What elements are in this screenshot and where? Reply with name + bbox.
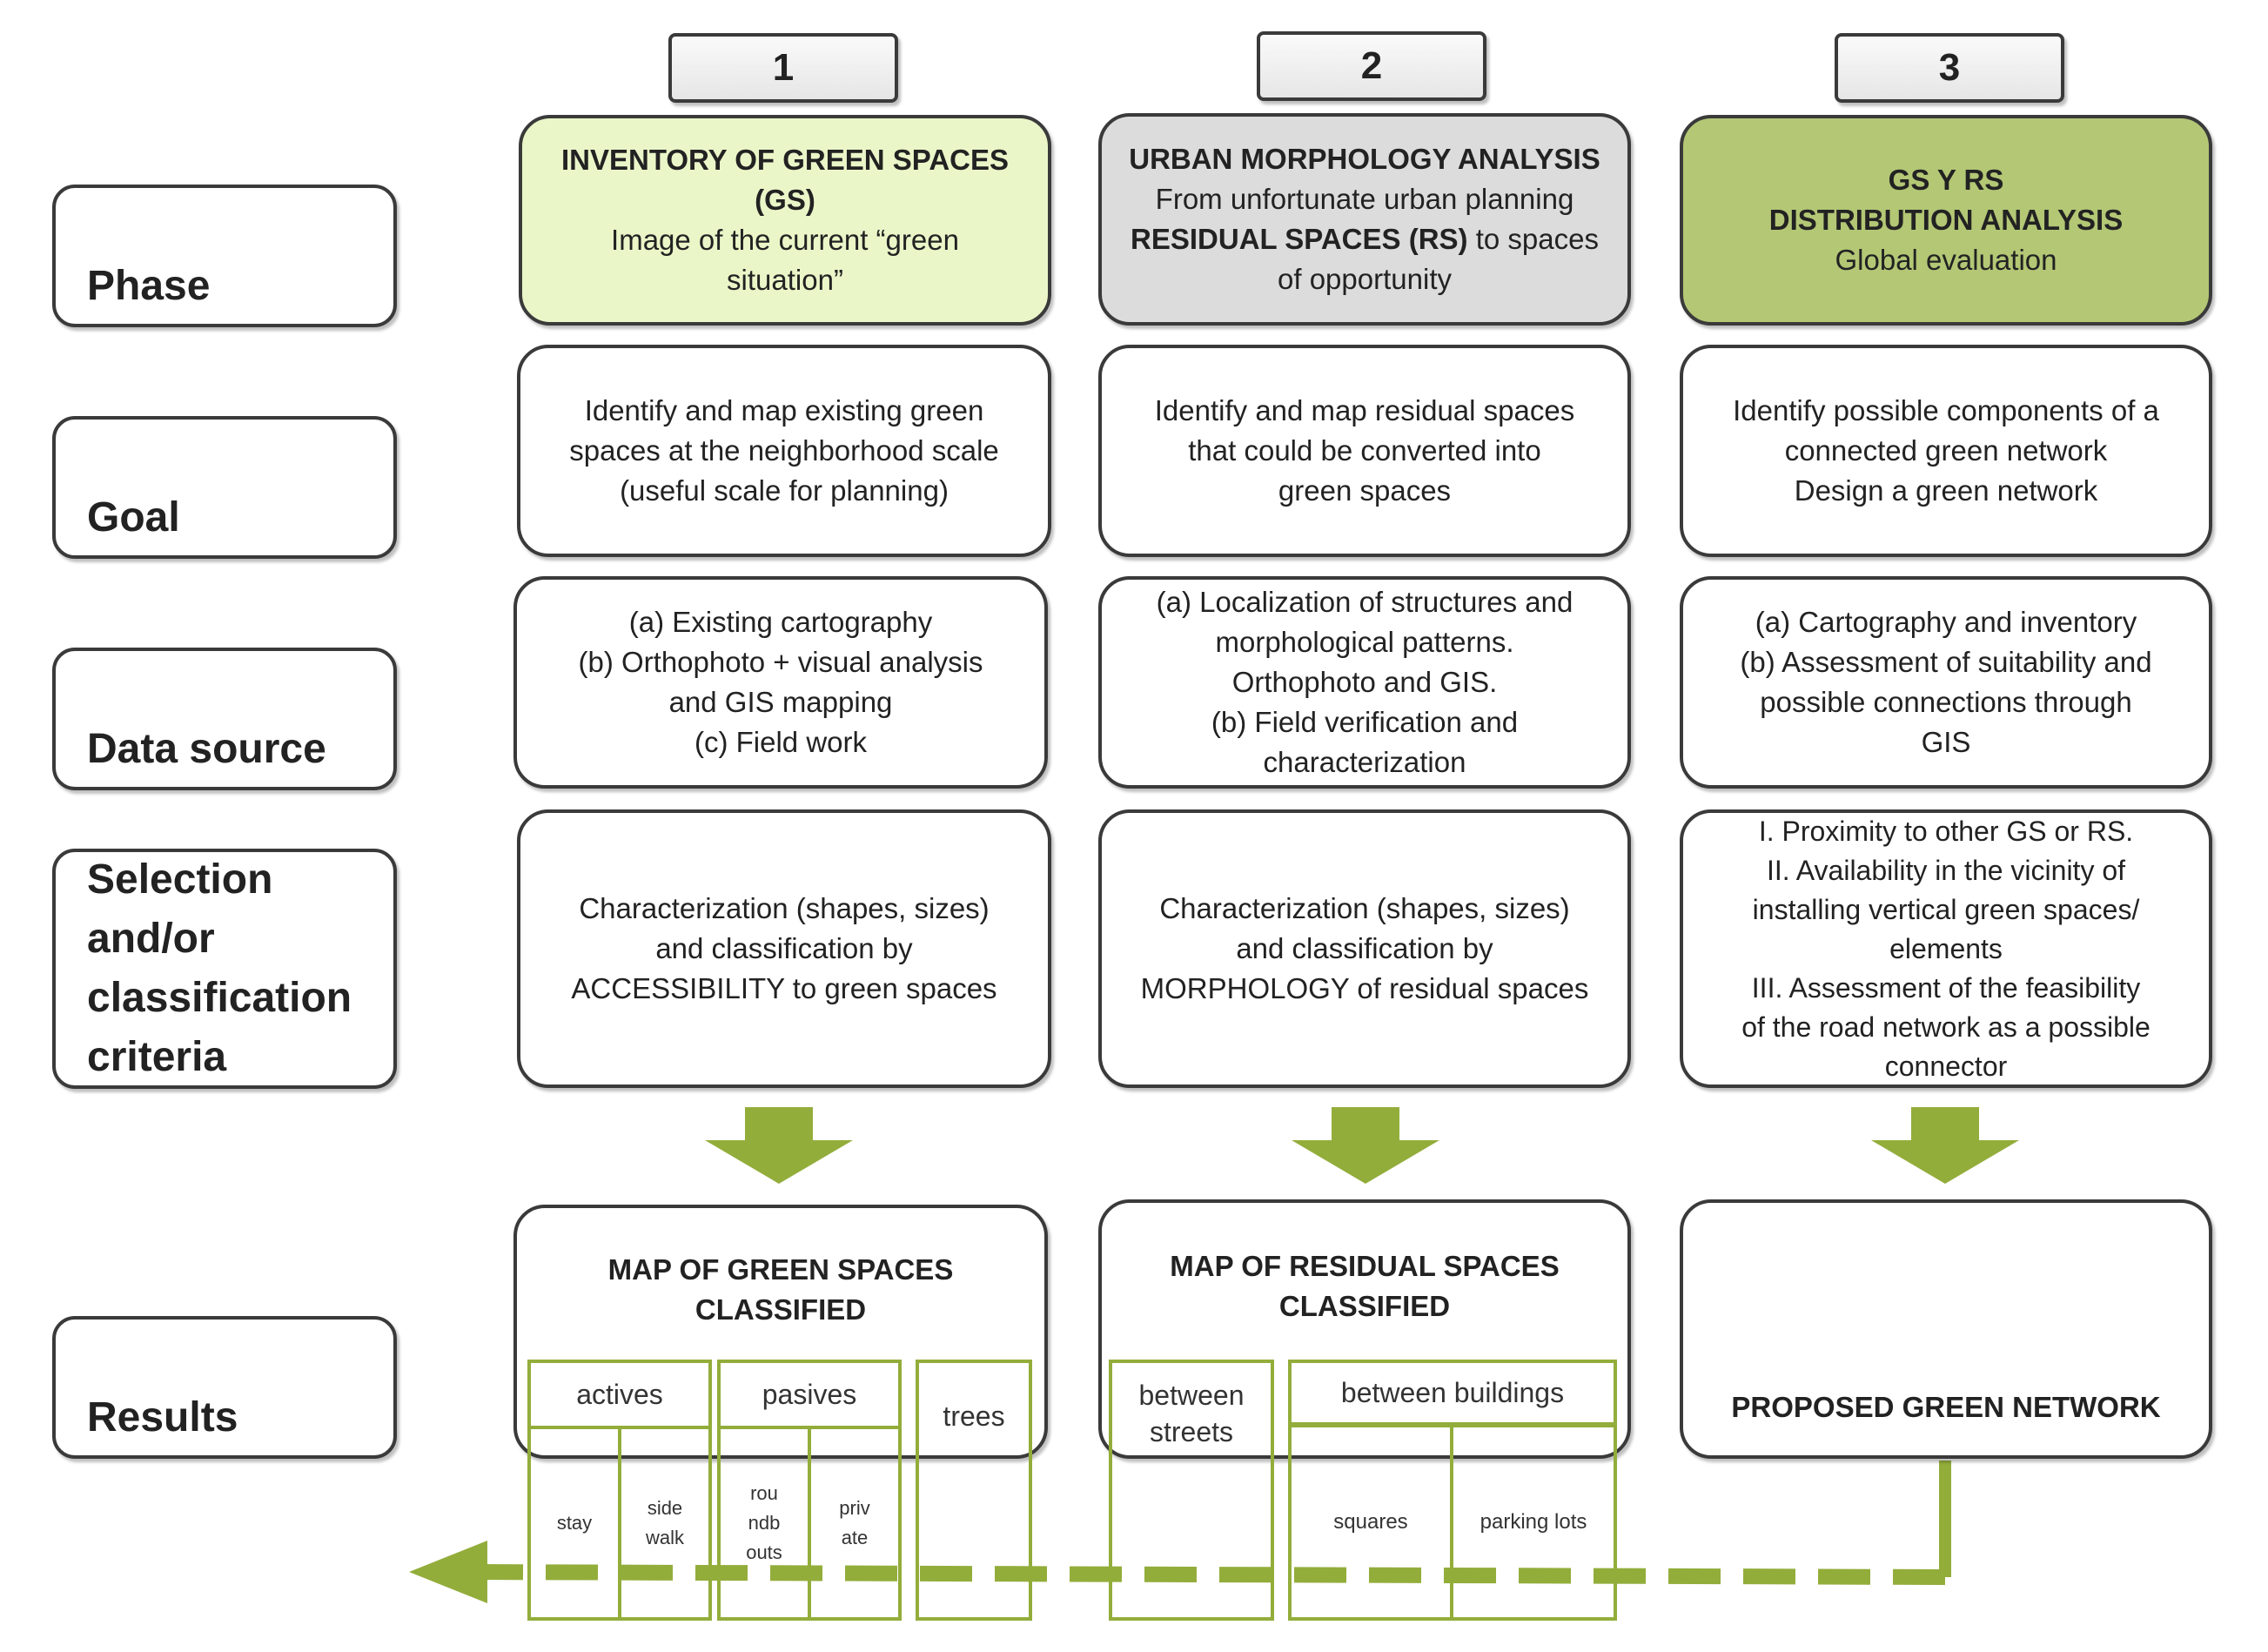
result-title-1: MAP OF GREEN SPACES: [607, 1253, 954, 1286]
result-subtitle-1: CLASSIFIED: [694, 1293, 867, 1326]
data-source-box-2: (a) Localization of structures and morph…: [1098, 576, 1631, 789]
row-label-results-text: Results: [87, 1394, 238, 1440]
row-label-phase: Phase: [52, 185, 397, 327]
down-arrow-2: [1292, 1107, 1439, 1184]
phase-number-3: 3: [1835, 33, 2064, 103]
phase-box-2: URBAN MORPHOLOGY ANALYSIS From unfortuna…: [1098, 113, 1631, 326]
row-label-criteria: Selection and/or classification criteria: [52, 849, 397, 1089]
row-label-results: Results: [52, 1316, 397, 1459]
result-title-2: MAP OF RESIDUAL SPACES: [1170, 1250, 1560, 1282]
category-sidewalk: side walk: [618, 1426, 712, 1621]
down-arrow-3: [1871, 1107, 2019, 1184]
category-parking-lots: parking lots: [1450, 1424, 1617, 1621]
category-private: priv ate: [808, 1426, 902, 1621]
criteria-box-1: Characterization (shapes, sizes) and cla…: [517, 809, 1051, 1088]
phase-number-1: 1: [668, 33, 898, 103]
row-label-data-source: Data source: [52, 648, 397, 790]
result-subtitle-2: CLASSIFIED: [1278, 1290, 1451, 1322]
row-label-goal: Goal: [52, 416, 397, 559]
result-box-2: MAP OF RESIDUAL SPACES CLASSIFIED: [1098, 1199, 1631, 1459]
category-roundabouts: rou ndb outs: [717, 1426, 811, 1621]
category-actives: actives: [527, 1360, 712, 1429]
result-box-1: MAP OF GREEN SPACES CLASSIFIED: [513, 1205, 1048, 1459]
data-source-box-3: (a) Cartography and inventory (b) Assess…: [1680, 576, 2212, 789]
data-source-box-1: (a) Existing cartography (b) Orthophoto …: [513, 576, 1048, 789]
phase-box-3: GS Y RS DISTRIBUTION ANALYSIS Global eva…: [1680, 115, 2212, 326]
goal-box-3: Identify possible components of a connec…: [1680, 345, 2212, 557]
result-box-3: PROPOSED GREEN NETWORK: [1680, 1199, 2212, 1459]
goal-box-1: Identify and map existing green spaces a…: [517, 345, 1051, 557]
row-label-goal-text: Goal: [87, 494, 180, 541]
goal-box-2: Identify and map residual spaces that co…: [1098, 345, 1631, 557]
result-title-3: PROPOSED GREEN NETWORK: [1731, 1391, 2161, 1423]
criteria-box-3: I. Proximity to other GS or RS. II. Avai…: [1680, 809, 2212, 1088]
category-squares: squares: [1288, 1424, 1453, 1621]
phase-box-1: INVENTORY OF GREEN SPACES (GS) Image of …: [519, 115, 1051, 326]
category-between-buildings: between buildings: [1288, 1360, 1617, 1426]
row-label-data-source-text: Data source: [87, 726, 326, 772]
down-arrow-1: [705, 1107, 853, 1184]
phase-number-2: 2: [1257, 31, 1486, 101]
row-label-criteria-text: Selection and/or classification criteria: [87, 856, 352, 1080]
category-stay: stay: [527, 1426, 621, 1621]
row-label-phase-text: Phase: [87, 263, 211, 309]
category-pasives: pasives: [717, 1360, 902, 1429]
category-between-streets: between streets: [1109, 1360, 1274, 1621]
category-trees: trees: [916, 1360, 1032, 1621]
criteria-box-2: Characterization (shapes, sizes) and cla…: [1098, 809, 1631, 1088]
left-arrowhead: [409, 1541, 487, 1603]
